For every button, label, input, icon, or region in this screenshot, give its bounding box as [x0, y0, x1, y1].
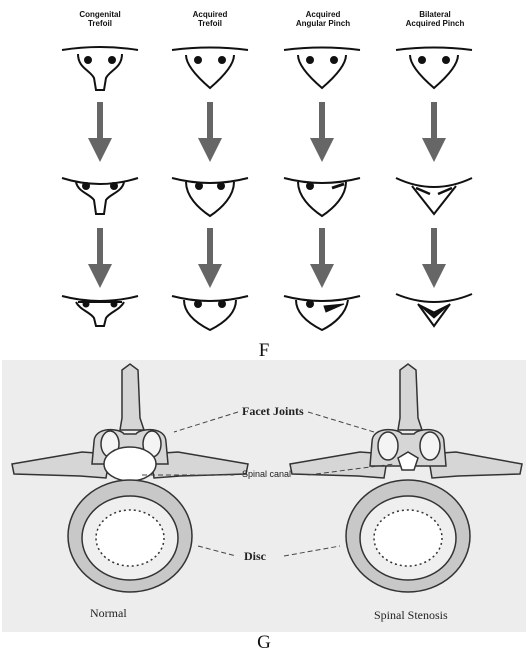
shape-congenital-row1: [62, 47, 138, 90]
shape-bilateral-pinch-row3: [396, 294, 472, 326]
label-spinal-stenosis: Spinal Stenosis: [374, 608, 448, 623]
panel-letter-g: G: [244, 632, 284, 654]
label-facet-joints: Facet Joints: [242, 404, 304, 419]
shape-congenital-row3: [62, 296, 138, 326]
shape-angular-pinch-row1: [284, 48, 360, 89]
shape-bilateral-pinch-row1: [396, 48, 472, 89]
shape-bilateral-pinch-row2: [396, 178, 472, 214]
canal-shape-diagram: [0, 0, 528, 340]
vertebra-illustration: [2, 360, 526, 632]
label-disc: Disc: [244, 549, 266, 564]
vertebra-stenosis: [290, 364, 522, 592]
arrows: [100, 102, 434, 276]
shape-acquired-trefoil-row3: [172, 296, 248, 330]
shape-acquired-trefoil-row1: [172, 48, 248, 89]
panel-letter-f: F: [244, 340, 284, 362]
shape-angular-pinch-row3: [284, 296, 360, 330]
label-normal: Normal: [90, 606, 127, 621]
shape-angular-pinch-row2: [284, 178, 360, 216]
vertebra-illustration-panel: Facet Joints Spinal canal Disc Normal Sp…: [2, 360, 526, 632]
shape-acquired-trefoil-row2: [172, 178, 248, 216]
vertebra-normal: [12, 364, 248, 592]
label-spinal-canal: Spinal canal: [242, 469, 291, 479]
shape-congenital-row2: [62, 178, 138, 214]
